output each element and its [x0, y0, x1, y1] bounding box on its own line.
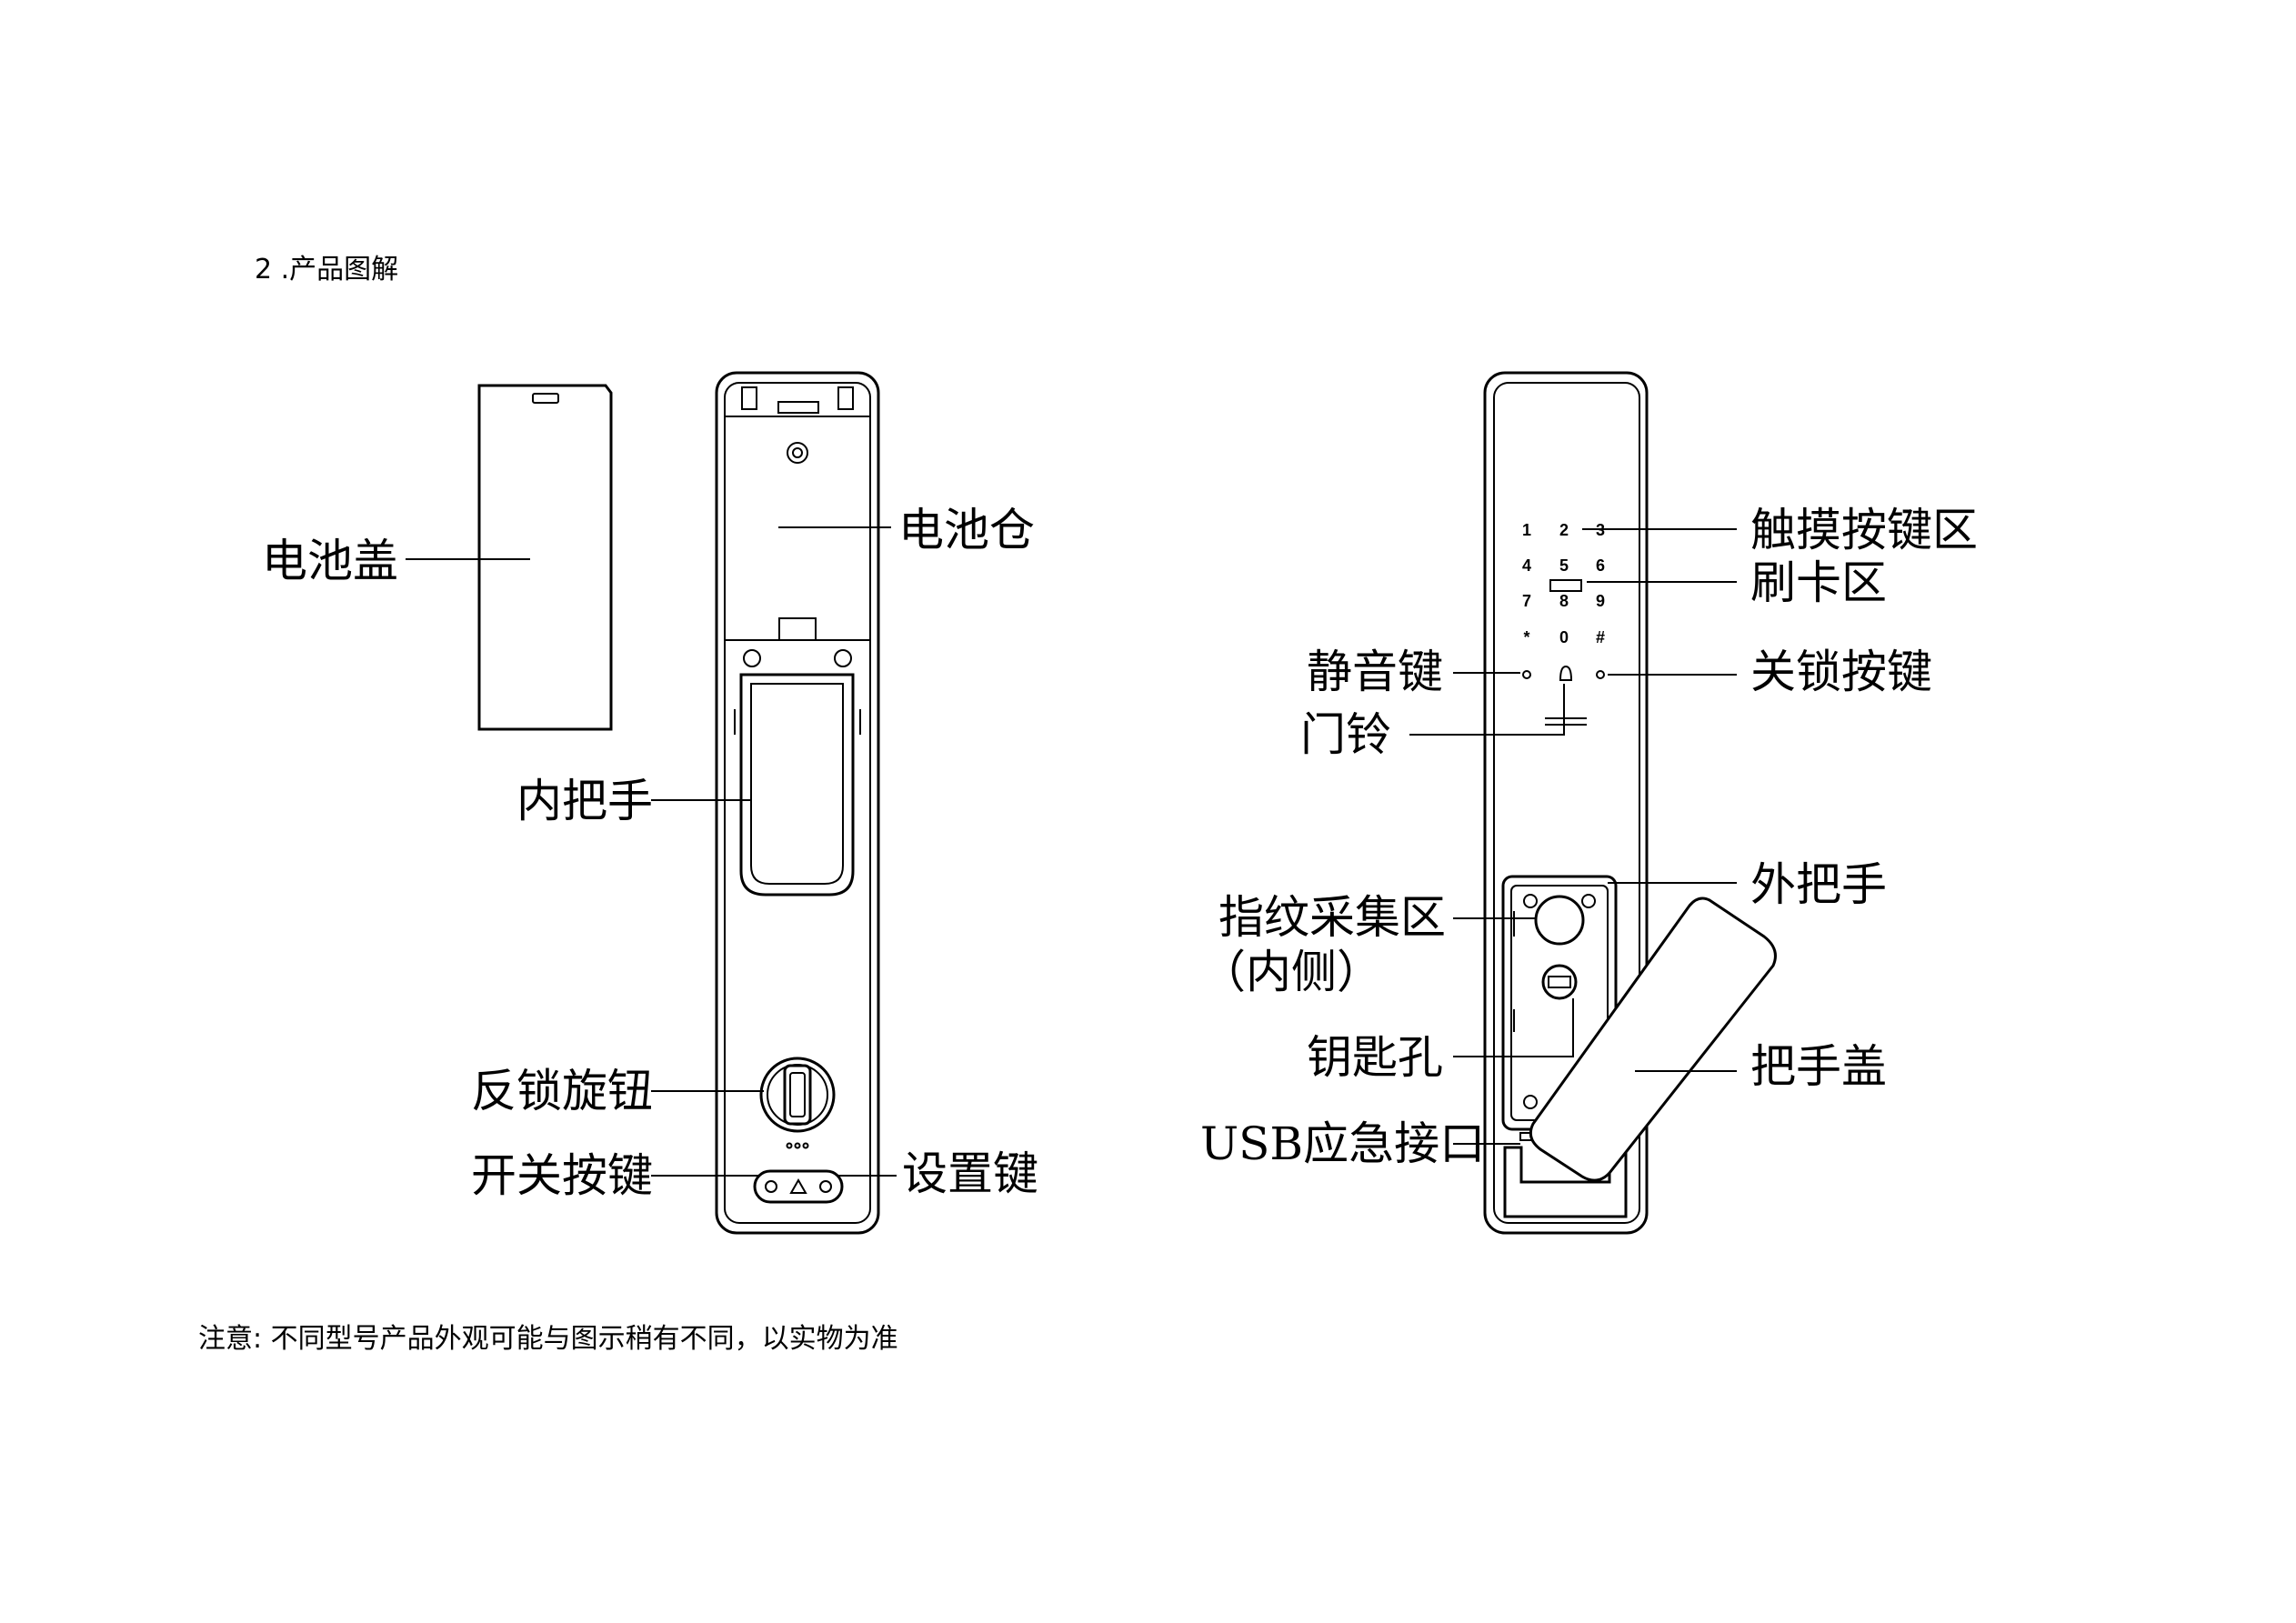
label-handle-cover: 把手盖: [1750, 1040, 1887, 1093]
label-lock-key: 关锁按键: [1750, 646, 1932, 698]
label-keyhole: 钥匙孔: [1307, 1031, 1443, 1084]
key-hash: #: [1596, 628, 1605, 646]
key-star: *: [1523, 628, 1529, 646]
key-0: 0: [1559, 628, 1569, 646]
label-settings-key: 设置键: [902, 1147, 1038, 1200]
keypad-keys: 1 2 3 4 5 6 7 8 9 * 0 #: [1522, 521, 1605, 646]
label-battery-cover: 电池盖: [262, 535, 398, 587]
label-inner-handle: 内把手: [516, 775, 653, 827]
key-1: 1: [1522, 521, 1531, 539]
key-8: 8: [1559, 592, 1569, 610]
label-card-area: 刷卡区: [1750, 556, 1887, 609]
section-heading: 2 .产品图解: [255, 254, 398, 286]
label-mute-key: 静音键: [1307, 646, 1443, 698]
battery-cover-illustration: [477, 384, 613, 731]
label-usb-port: USB应急接口: [1200, 1117, 1485, 1170]
key-5: 5: [1559, 556, 1569, 575]
label-fingerprint-area-note: （内侧）: [1200, 946, 1382, 998]
inner-panel-illustration: [715, 371, 880, 1235]
key-7: 7: [1522, 592, 1531, 610]
label-battery-compartment: 电池仓: [898, 504, 1035, 556]
footnote: 注意: 不同型号产品外观可能与图示稍有不同，以实物为准: [198, 1323, 898, 1355]
label-touch-keypad-area: 触摸按键区: [1750, 504, 1978, 556]
key-6: 6: [1596, 556, 1605, 575]
label-fingerprint-area: 指纹采集区: [1218, 891, 1446, 944]
label-power-switch: 开关按键: [471, 1149, 653, 1202]
label-anti-lock-knob: 反锁旋钮: [471, 1065, 653, 1117]
key-2: 2: [1559, 521, 1569, 539]
key-4: 4: [1522, 556, 1531, 575]
label-doorbell: 门铃: [1300, 708, 1391, 761]
key-9: 9: [1596, 592, 1605, 610]
label-outer-handle: 外把手: [1750, 858, 1887, 911]
outer-panel-illustration: [1483, 371, 1777, 1235]
